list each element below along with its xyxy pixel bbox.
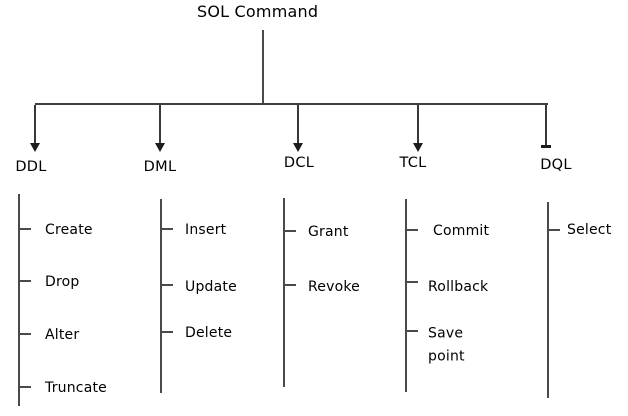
branch-label-ddl: DDL bbox=[15, 159, 47, 175]
dml-drop-line bbox=[159, 105, 161, 144]
dcl-item-tick bbox=[283, 284, 296, 286]
dcl-list-line bbox=[283, 198, 285, 387]
list-item-select: Select bbox=[567, 221, 612, 238]
list-item-drop: Drop bbox=[45, 273, 80, 290]
ddl-list-line bbox=[18, 194, 20, 406]
ddl-item-tick bbox=[18, 333, 31, 335]
tcl-item-tick bbox=[405, 330, 418, 332]
list-item-commit: Commit bbox=[433, 222, 490, 239]
list-item-rollback: Rollback bbox=[428, 278, 489, 295]
list-item-save-point: Save point bbox=[428, 325, 465, 365]
dml-item-tick bbox=[160, 331, 173, 333]
branch-label-dcl: DCL bbox=[283, 155, 315, 171]
tcl-item-tick bbox=[405, 229, 418, 231]
list-item-alter: Alter bbox=[45, 326, 80, 343]
list-item-grant: Grant bbox=[308, 223, 349, 240]
ddl-item-tick bbox=[18, 280, 31, 282]
dml-item-tick bbox=[160, 228, 173, 230]
branch-label-dql: DQL bbox=[540, 157, 572, 173]
dml-item-tick bbox=[160, 284, 173, 286]
dql-drop-line bbox=[545, 105, 547, 146]
t-bar-end-icon bbox=[541, 145, 551, 148]
dml-list-line bbox=[160, 199, 162, 393]
arrow-down-icon bbox=[155, 143, 165, 152]
dql-item-tick bbox=[547, 229, 560, 231]
branch-span-line bbox=[35, 103, 548, 105]
branch-label-dml: DML bbox=[143, 159, 177, 175]
arrow-down-icon bbox=[293, 143, 303, 152]
tcl-list-line bbox=[405, 199, 407, 392]
list-item-truncate: Truncate bbox=[45, 379, 107, 396]
list-item-create: Create bbox=[45, 221, 93, 238]
branch-label-tcl: TCL bbox=[399, 155, 427, 171]
dcl-drop-line bbox=[297, 105, 299, 144]
ddl-drop-line bbox=[34, 105, 36, 144]
tcl-item-tick bbox=[405, 281, 418, 283]
dql-list-line bbox=[547, 202, 549, 398]
arrow-down-icon bbox=[413, 143, 423, 152]
dcl-item-tick bbox=[283, 230, 296, 232]
arrow-down-icon bbox=[30, 143, 40, 152]
root-connector-line bbox=[262, 30, 264, 104]
list-item-revoke: Revoke bbox=[308, 278, 360, 295]
diagram-title: SOL Command bbox=[197, 2, 319, 21]
ddl-item-tick bbox=[18, 386, 31, 388]
tcl-drop-line bbox=[417, 105, 419, 144]
list-item-delete: Delete bbox=[185, 324, 233, 341]
ddl-item-tick bbox=[18, 228, 31, 230]
list-item-insert: Insert bbox=[185, 221, 227, 238]
list-item-update: Update bbox=[185, 278, 237, 295]
